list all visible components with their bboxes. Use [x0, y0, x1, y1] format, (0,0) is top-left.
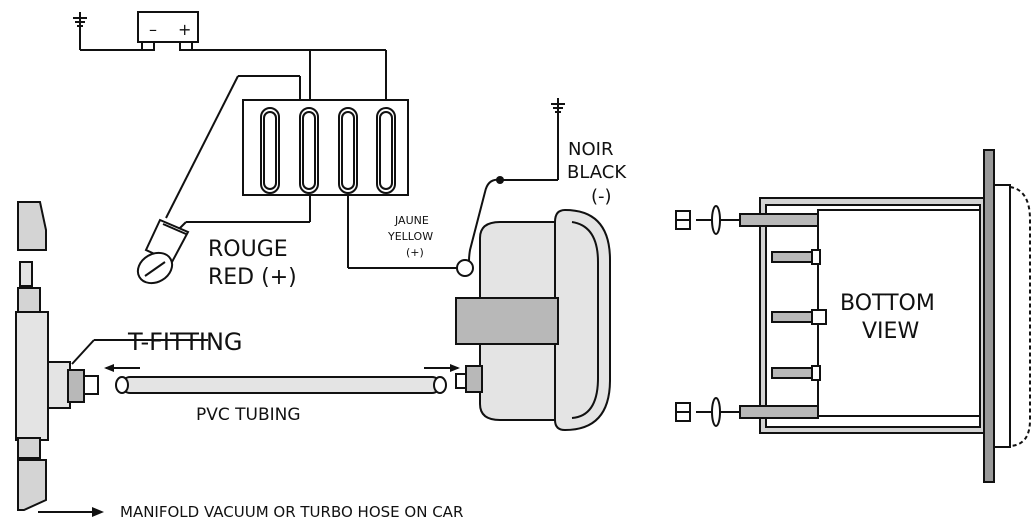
t-fitting-assembly — [15, 201, 208, 511]
yellow-label: YELLOW — [387, 230, 433, 243]
manifold-label: MANIFOLD VACUUM OR TURBO HOSE ON CAR — [120, 503, 463, 519]
fuse-3 — [338, 107, 358, 194]
view-label: VIEW — [862, 319, 919, 344]
fuse-4 — [376, 107, 396, 194]
yellow-sign-label: (+) — [406, 246, 424, 259]
battery-minus-label: – — [149, 20, 157, 39]
t-fitting-label: T-FITTING — [127, 328, 243, 356]
black-label: BLACK — [567, 162, 627, 183]
fuse-output-wires — [186, 99, 457, 269]
battery-wires — [186, 49, 387, 108]
fuse-1 — [260, 107, 280, 194]
rouge-label: ROUGE — [208, 237, 288, 262]
nut-symbol-bottom — [675, 397, 721, 427]
manifold-arrow — [38, 507, 104, 517]
jaune-label: JAUNE — [394, 214, 429, 227]
pvc-tubing — [104, 364, 460, 394]
red-label: RED (+) — [208, 265, 297, 290]
noir-label: NOIR — [568, 139, 613, 160]
battery-icon: – + — [137, 11, 199, 51]
pvc-tubing-label: PVC TUBING — [196, 405, 301, 425]
fuse-2 — [299, 107, 319, 194]
fuse-block — [242, 99, 409, 196]
bottom-view-bracket — [700, 149, 1031, 483]
black-sign-label: (-) — [591, 186, 612, 207]
red-wire-probe — [136, 75, 301, 285]
gauge-side-view — [455, 208, 611, 432]
bottom-label: BOTTOM — [840, 291, 935, 316]
ground-symbol-battery — [73, 12, 148, 51]
nut-symbol-top — [675, 205, 721, 235]
battery-plus-label: + — [178, 20, 191, 39]
